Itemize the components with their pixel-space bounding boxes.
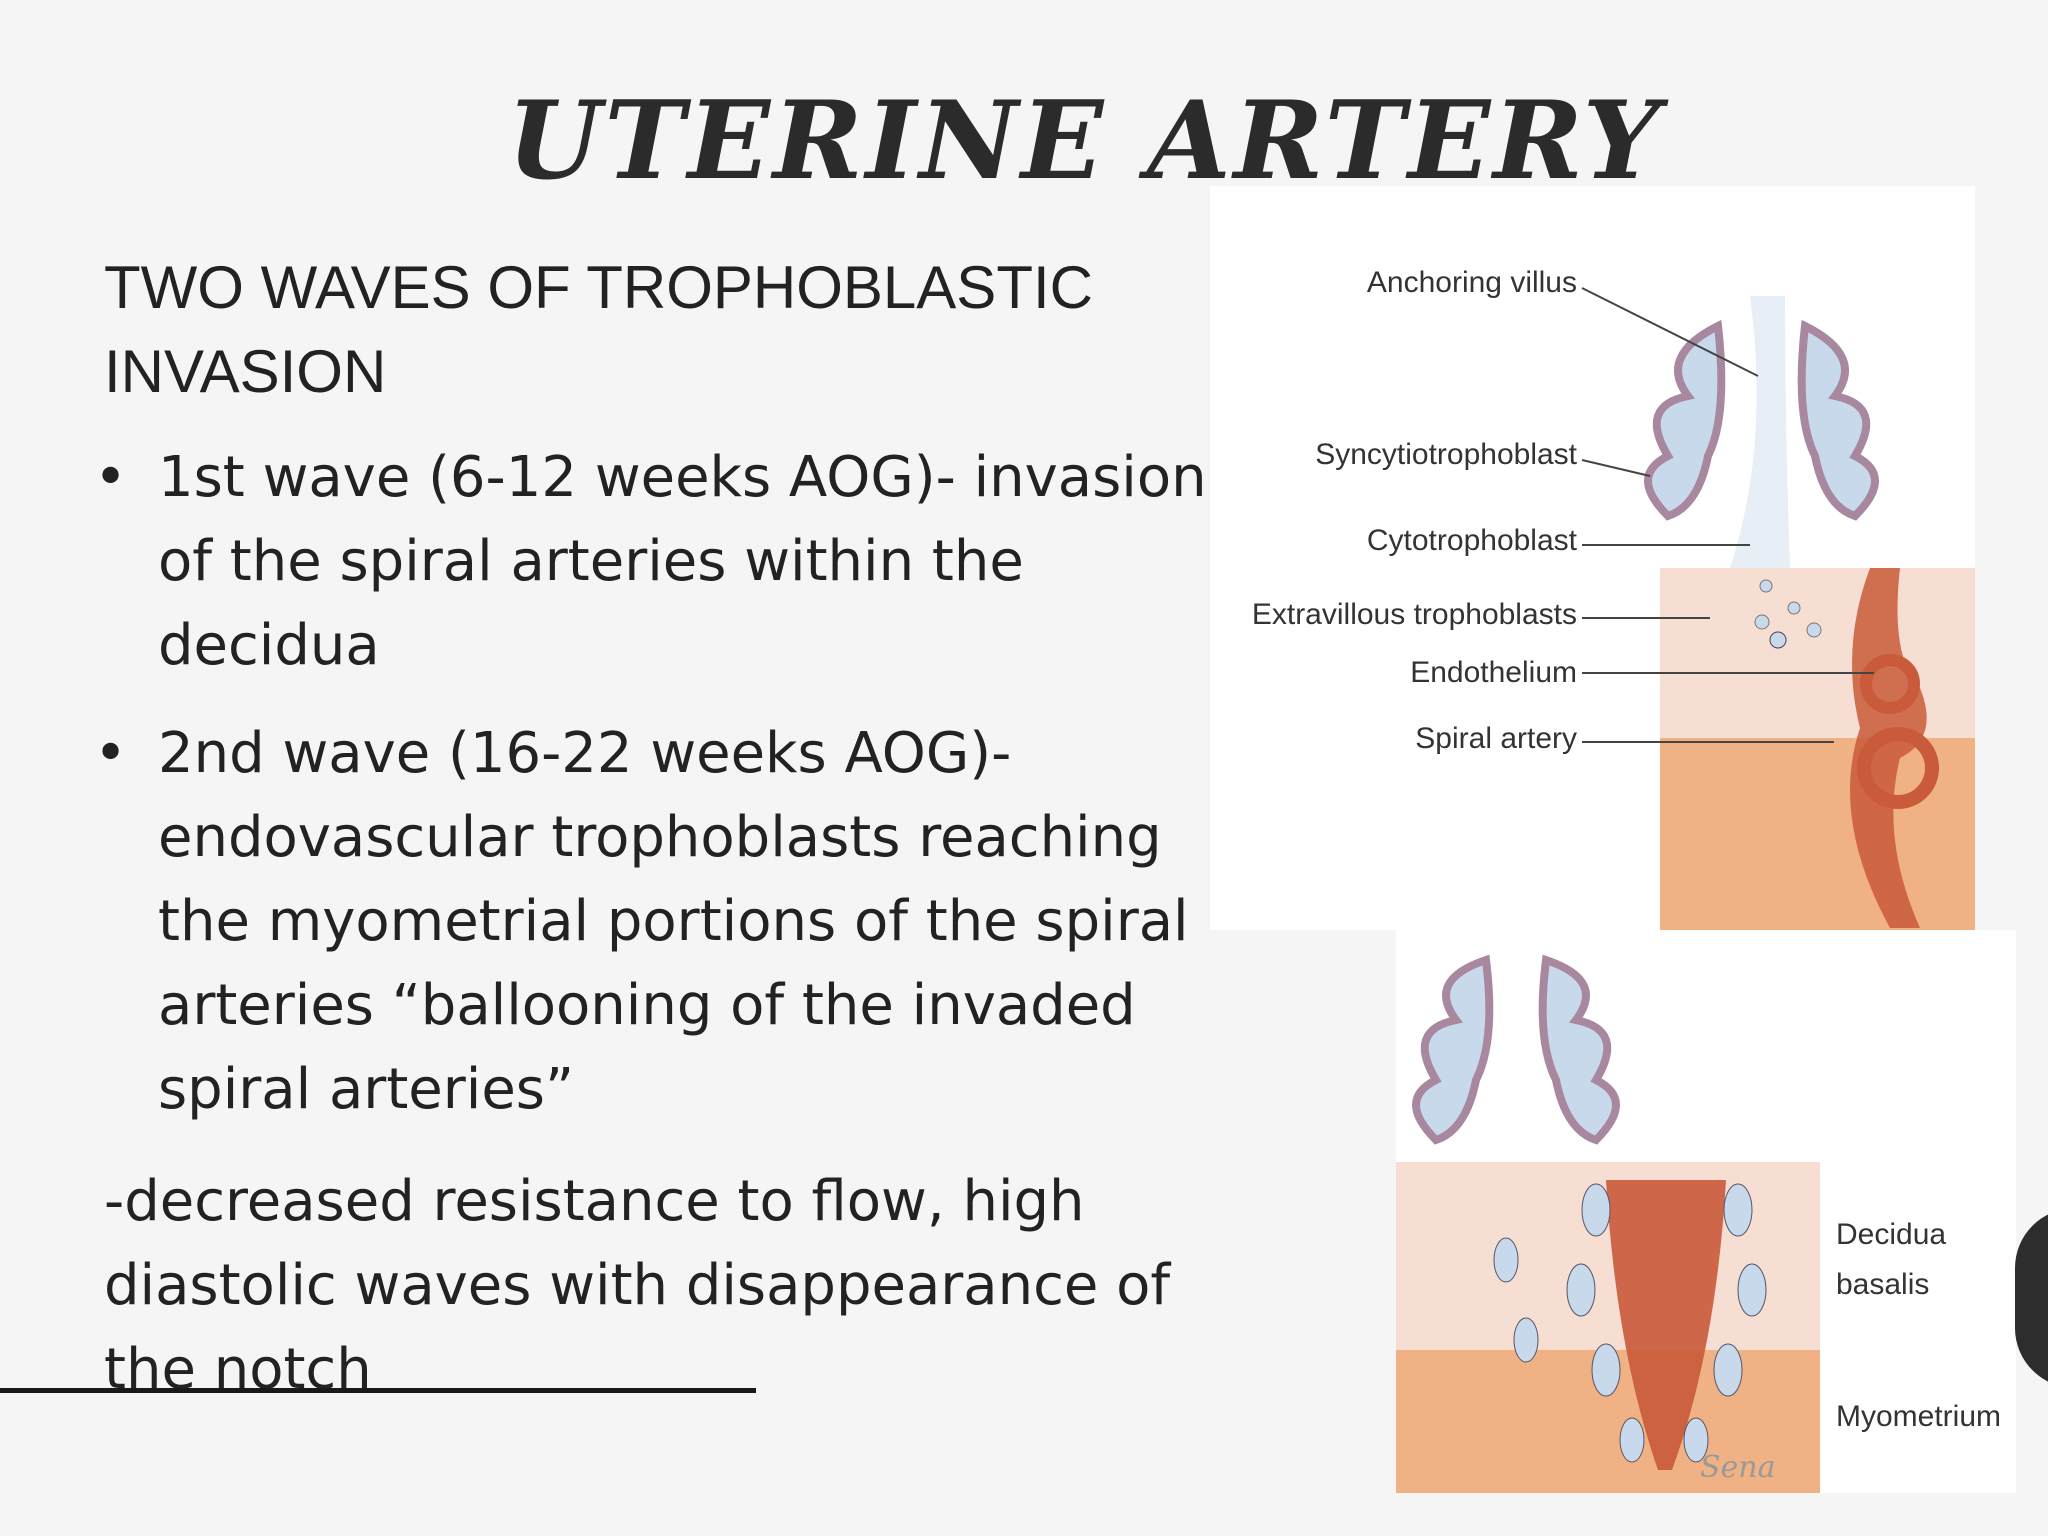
trophoblast-cell [1754,614,1770,630]
trophoblast-cell [1759,579,1773,593]
label-decidua: Decidua [1836,1218,1947,1251]
trophoblast-cell [1566,1263,1596,1317]
villus-left-branch [1412,954,1494,1145]
underline-divider [0,1388,756,1393]
artery-coil-upper [1860,654,1920,714]
bullet-text-second-wave: 2nd wave (16-22 weeks AOG)- endovascular… [158,721,1189,1122]
trophoblast-cell [1806,622,1822,638]
myometrium-layer [1660,738,1975,930]
trophoblast-cell [1723,1183,1753,1237]
dilated-artery [1606,1180,1726,1470]
slide-title: UTERINE ARTERY [507,78,1663,204]
label-cytotrophoblast: Cytotrophoblast [1366,524,1577,557]
artery-coil-lower [1857,727,1939,809]
trophoblast-cell [1619,1417,1645,1463]
bullet-dot-icon: • [94,445,128,510]
label-anchoring-villus: Anchoring villus [1366,266,1577,299]
edge-tab [2015,1208,2048,1388]
heading-line-2: INVASION [104,338,387,405]
trophoblast-cell [1683,1417,1709,1463]
heading-line-1: TWO WAVES OF TROPHOBLASTIC [104,254,1093,321]
figure-second-wave: Decidua basalis Myometrium Sena [1396,930,2016,1493]
leader-line-anchoring [1581,287,1759,377]
trophoblast-cell [1737,1263,1767,1317]
villus-left-branch [1644,319,1726,521]
trophoblast-cell [1591,1343,1621,1397]
bullet-dot-icon: • [94,721,128,786]
artist-signature: Sena [1700,1450,1776,1485]
figure-first-wave: Anchoring villus Syncytiotrophoblast Cyt… [1210,186,1975,930]
label-basalis: basalis [1836,1268,1930,1301]
bullet-item-first-wave: • 1st wave (6-12 weeks AOG)- invasion of… [90,436,1210,688]
bullet-item-second-wave: • 2nd wave (16-22 weeks AOG)- endovascul… [90,712,1210,1132]
villus-right-branch [1797,319,1879,521]
bullet-list: • 1st wave (6-12 weeks AOG)- invasion of… [90,436,1210,1156]
trophoblast-cell [1581,1183,1611,1237]
trophoblast-cell [1513,1317,1539,1363]
section-heading: TWO WAVES OF TROPHOBLASTIC INVASION [104,246,1164,414]
trophoblast-cell [1493,1237,1519,1283]
bullet-text-first-wave: 1st wave (6-12 weeks AOG)- invasion of t… [158,445,1207,678]
trophoblast-cell [1713,1343,1743,1397]
label-endothelium: Endothelium [1410,656,1577,689]
first-wave-illustration [1581,287,1975,930]
leader-line-syncytio [1581,459,1651,477]
trophoblast-cell [1769,631,1787,649]
label-syncytiotrophoblast: Syncytiotrophoblast [1315,438,1577,471]
villus-core [1730,296,1790,568]
spiral-artery-shape [1850,568,1927,928]
second-wave-illustration [1396,954,1820,1493]
resistance-note: -decreased resistance to flow, high dias… [104,1169,1171,1402]
label-myometrium: Myometrium [1836,1400,2002,1433]
label-extravillous-trophoblasts: Extravillous trophoblasts [1251,598,1577,631]
label-spiral-artery: Spiral artery [1415,722,1577,755]
villus-right-branch [1538,954,1620,1145]
trophoblast-cell [1787,601,1801,615]
